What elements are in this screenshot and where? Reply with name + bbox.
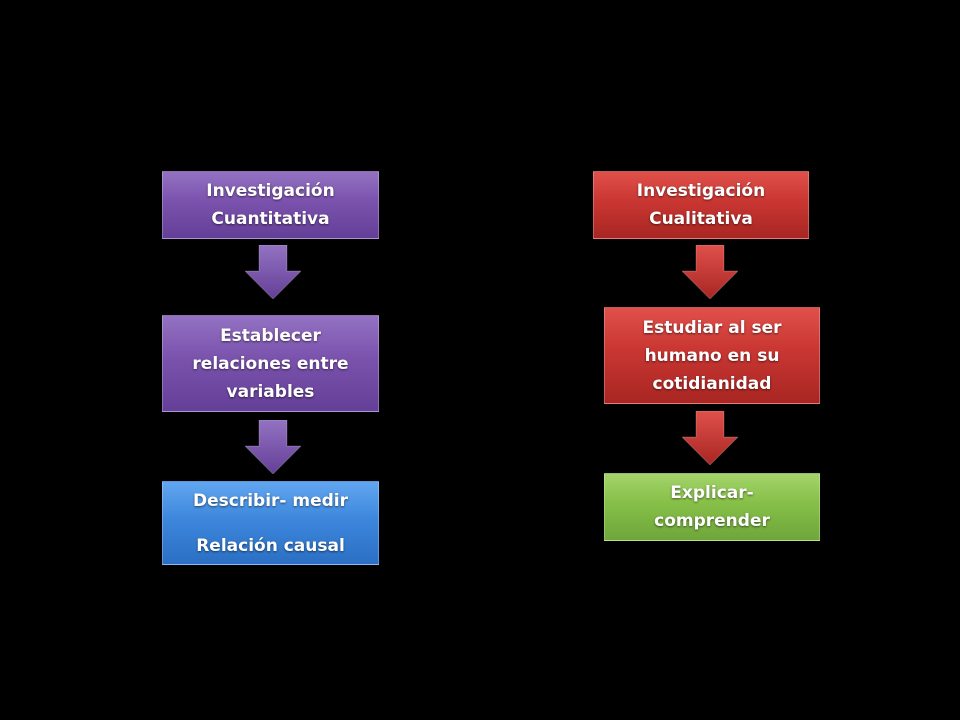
describe-measure-line-2: Relación causal bbox=[196, 535, 345, 556]
explain-understand-box: Explicar- comprender bbox=[604, 473, 820, 541]
study-human-line-1: Estudiar al ser bbox=[642, 317, 782, 338]
down-arrow-icon bbox=[682, 411, 738, 465]
study-human-line-2: humano en su bbox=[644, 345, 780, 366]
explain-understand-line-2: comprender bbox=[654, 511, 770, 531]
describe-measure-box: Describir- medir Relación causal bbox=[162, 481, 379, 565]
qualitative-research-line-2: Cualitativa bbox=[649, 209, 753, 229]
down-arrow-icon bbox=[245, 420, 301, 474]
study-human-line-3: cotidianidad bbox=[652, 373, 772, 394]
establish-relations-box: Establecer relaciones entre variables bbox=[162, 315, 379, 412]
down-arrow-icon bbox=[245, 245, 301, 299]
qualitative-research-box: Investigación Cualitativa bbox=[593, 171, 809, 239]
quantitative-research-line-2: Cuantitativa bbox=[211, 209, 330, 229]
establish-relations-line-2: relaciones entre bbox=[192, 353, 349, 374]
quantitative-research-line-1: Investigación bbox=[206, 181, 335, 201]
study-human-box: Estudiar al ser humano en su cotidianida… bbox=[604, 307, 820, 404]
down-arrow-icon bbox=[682, 245, 738, 299]
quantitative-research-box: Investigación Cuantitativa bbox=[162, 171, 379, 239]
explain-understand-line-1: Explicar- bbox=[670, 483, 754, 503]
establish-relations-line-3: variables bbox=[226, 381, 315, 402]
describe-measure-line-1: Describir- medir bbox=[192, 490, 349, 511]
qualitative-research-line-1: Investigación bbox=[636, 181, 766, 201]
establish-relations-line-1: Establecer bbox=[220, 325, 321, 346]
